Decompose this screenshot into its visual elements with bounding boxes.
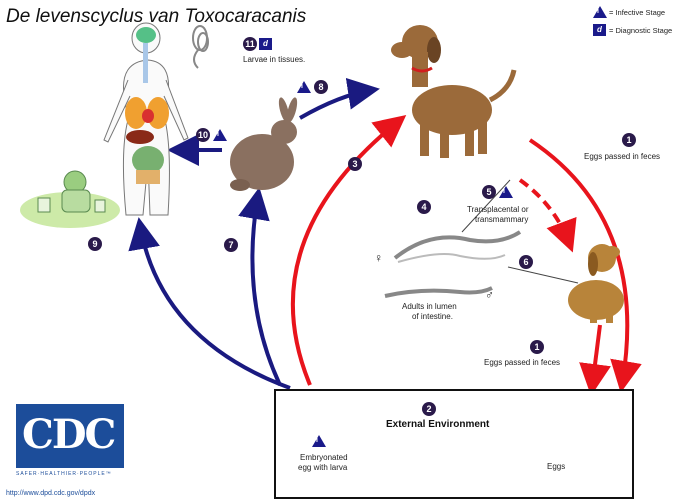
step-9-badge: 9 — [88, 237, 102, 251]
step-1-badge: 1 — [622, 133, 636, 147]
eggs-label: Eggs — [547, 462, 565, 472]
eggs-passed-label: Eggs passed in feces — [484, 358, 560, 368]
embryonated-label: Embryonated — [300, 453, 348, 463]
infective-stage-icon: i — [499, 186, 513, 198]
human-figure — [104, 23, 188, 215]
step-1-badge: 1 — [530, 340, 544, 354]
male-symbol: ♂ — [485, 290, 494, 300]
infective-stage-icon: i — [297, 81, 311, 93]
transplacental-label: Transplacental or — [467, 205, 529, 215]
arrow-env-to-rabbit — [252, 195, 280, 385]
cdc-url-link[interactable]: http://www.dpd.cdc.gov/dpdx — [6, 490, 95, 497]
infective-stage-icon: i — [593, 6, 607, 18]
step-5-badge: 5 — [482, 185, 496, 199]
infective-stage-icon: i — [213, 129, 227, 141]
legend-infective-label: = Infective Stage — [609, 8, 665, 17]
step-10-badge: 10 — [196, 128, 210, 142]
step-4-badge: 4 — [417, 200, 431, 214]
egg-with-larva-label: egg with larva — [298, 463, 347, 473]
step-8-badge: 8 — [314, 80, 328, 94]
diagnostic-stage-icon: d — [259, 38, 272, 50]
diagnostic-stage-icon: d — [593, 24, 606, 36]
step-3-badge: 3 — [348, 157, 362, 171]
female-symbol: ♀ — [374, 253, 383, 263]
larvae-in-tissues-label: Larvae in tissues. — [243, 55, 305, 65]
puppy-image — [568, 244, 624, 323]
dog-image — [391, 25, 514, 158]
cdc-logo-text: CDC — [22, 410, 114, 460]
transmammary-label: transmammary — [475, 215, 528, 225]
step-7-badge: 7 — [224, 238, 238, 252]
of-intestine-label: of intestine. — [412, 312, 453, 322]
arrow-puppy-to-env — [592, 325, 600, 388]
adult-worms-image — [385, 180, 578, 296]
external-environment-box — [274, 389, 634, 499]
step-2-badge: 2 — [422, 402, 436, 416]
arrow-env-to-human — [140, 225, 290, 388]
arrow-rabbit-to-dog — [300, 90, 372, 118]
rabbit-image — [230, 96, 299, 191]
step-11-badge: 11 — [243, 37, 257, 51]
adults-in-lumen-label: Adults in lumen — [402, 302, 457, 312]
infective-stage-icon: i — [312, 435, 326, 447]
arrow-env-to-dog — [293, 120, 400, 385]
larvae-coil-image — [193, 26, 208, 68]
child-playing-image — [20, 171, 120, 228]
step-6-badge: 6 — [519, 255, 533, 269]
cdc-logo: CDC — [16, 404, 124, 468]
eggs-passed-label: Eggs passed in feces — [584, 152, 660, 162]
external-environment-label: External Environment — [386, 419, 489, 430]
legend-diagnostic-label: = Diagnostic Stage — [609, 26, 672, 35]
cdc-tagline: SAFER·HEALTHIER·PEOPLE™ — [16, 471, 112, 477]
